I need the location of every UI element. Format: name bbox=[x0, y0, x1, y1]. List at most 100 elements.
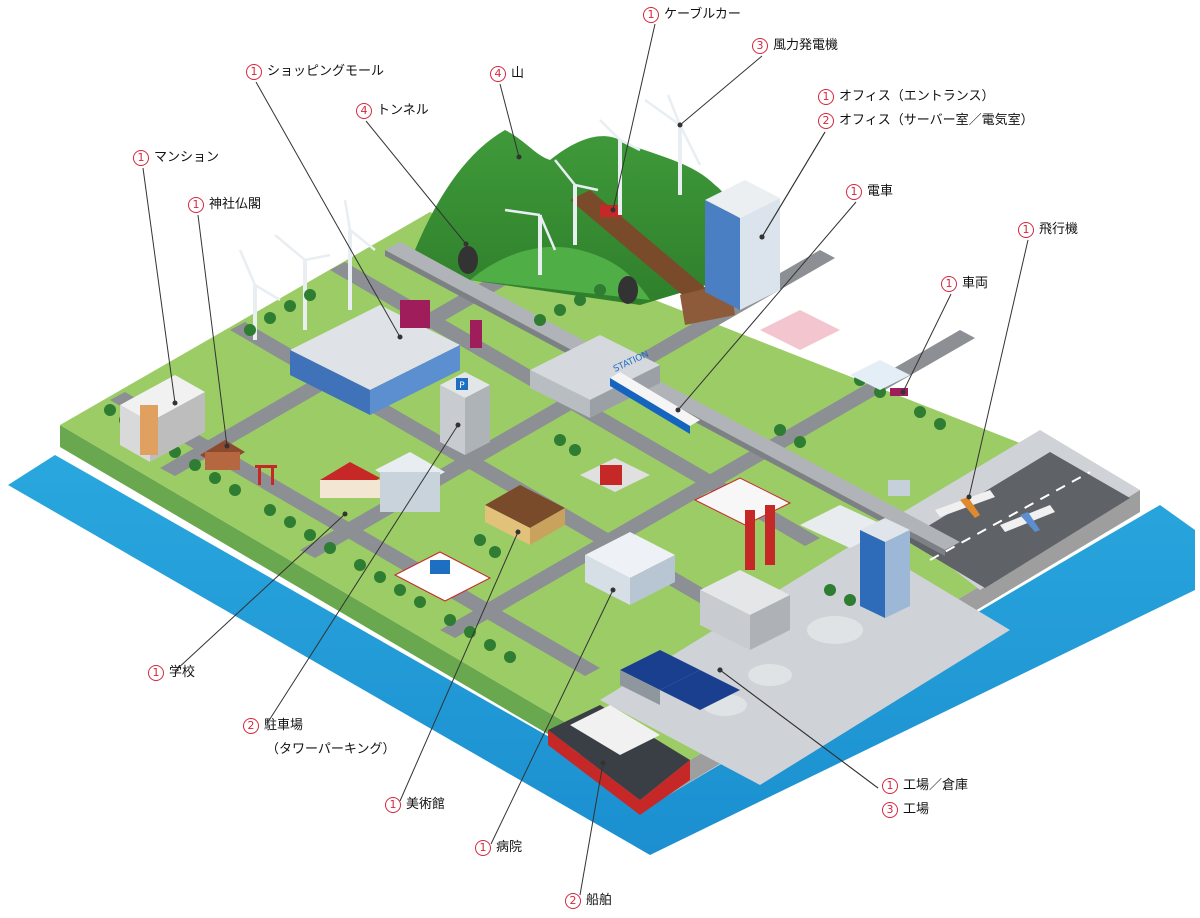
label-number-badge: 2 bbox=[565, 893, 581, 909]
leader-museum bbox=[399, 531, 519, 802]
train bbox=[610, 372, 700, 434]
leader-anchor-office-server bbox=[759, 234, 765, 240]
leader-school bbox=[174, 513, 346, 672]
label-text: ショッピングモール bbox=[267, 64, 385, 79]
label-text: ケーブルカー bbox=[664, 7, 741, 22]
warehouse-buildings bbox=[620, 650, 740, 710]
label-text: 美術館 bbox=[406, 797, 446, 812]
label-number-badge: 1 bbox=[846, 184, 862, 200]
label-text: 工場／倉庫 bbox=[903, 778, 969, 793]
label-factory: 3 工場 bbox=[882, 802, 929, 818]
label-text: 神社仏閣 bbox=[209, 197, 262, 212]
label-text: 車両 bbox=[962, 276, 989, 291]
leader-anchor-ship bbox=[600, 760, 606, 766]
label-number-badge: 3 bbox=[752, 38, 768, 54]
label-train: 1 電車 bbox=[846, 184, 893, 200]
leader-shrine bbox=[197, 214, 228, 447]
label-mall: 1 ショッピングモール bbox=[246, 64, 384, 80]
label-museum: 1 美術館 bbox=[385, 797, 445, 813]
leader-airplane bbox=[968, 239, 1029, 498]
leader-anchor-mall bbox=[397, 334, 403, 340]
leader-mansion bbox=[142, 167, 176, 404]
label-text: 電車 bbox=[867, 184, 894, 199]
label-text: 山 bbox=[511, 66, 525, 81]
label-number-badge: 1 bbox=[941, 276, 957, 292]
leader-parking bbox=[267, 424, 459, 723]
office-tower bbox=[705, 180, 780, 310]
label-cablecar: 1 ケーブルカー bbox=[643, 7, 741, 23]
label-number-badge: 1 bbox=[246, 64, 262, 80]
label-shrine: 1 神社仏閣 bbox=[188, 197, 261, 213]
label-text: 船舶 bbox=[586, 893, 613, 908]
leader-train bbox=[677, 201, 857, 411]
leader-anchor-hospital bbox=[610, 587, 616, 593]
label-number-badge: 3 bbox=[882, 802, 898, 818]
convenience-store bbox=[393, 551, 492, 602]
leader-anchor-vehicle bbox=[900, 389, 906, 395]
store-building bbox=[580, 458, 650, 492]
label-number-badge: 1 bbox=[1018, 222, 1034, 238]
label-number-badge: 1 bbox=[188, 197, 204, 213]
leader-tunnel bbox=[365, 120, 467, 245]
leader-mountain bbox=[499, 83, 520, 158]
label-number-badge: 2 bbox=[243, 718, 259, 734]
buildings: P STATION bbox=[120, 180, 1055, 815]
label-text: オフィス（サーバー室／電気室） bbox=[839, 113, 1034, 128]
label-number-badge: 4 bbox=[490, 66, 506, 82]
hospital-building bbox=[585, 532, 675, 605]
mall-building bbox=[290, 300, 482, 415]
leader-anchor-windmill bbox=[677, 122, 683, 128]
leader-anchor-factory bbox=[717, 667, 723, 673]
leader-lines bbox=[142, 23, 1029, 896]
mansion-building bbox=[120, 375, 205, 462]
label-school: 1 学校 bbox=[148, 665, 195, 681]
label-number-badge: 1 bbox=[133, 150, 149, 166]
leader-anchor-shrine bbox=[224, 443, 230, 449]
parking-sign: P bbox=[459, 381, 465, 391]
leader-anchor-cablecar bbox=[610, 207, 616, 213]
label-number-badge: 1 bbox=[475, 840, 491, 856]
leader-anchor-airplane bbox=[966, 494, 972, 500]
leader-anchor-train bbox=[675, 407, 681, 413]
label-windmill: 3 風力発電機 bbox=[752, 38, 838, 54]
label-text: 飛行機 bbox=[1039, 222, 1079, 237]
label-text: 風力発電機 bbox=[773, 38, 839, 53]
leader-ship bbox=[579, 762, 604, 896]
label-number-badge: 1 bbox=[385, 797, 401, 813]
school-building bbox=[320, 452, 445, 512]
leader-windmill bbox=[679, 55, 763, 126]
parking-sub-label: （タワーパーキング） bbox=[266, 742, 396, 757]
leader-office-server bbox=[761, 131, 826, 238]
tower-parking-building: P bbox=[440, 372, 490, 455]
leader-anchor-mountain bbox=[516, 154, 522, 160]
label-number-badge: 4 bbox=[356, 103, 372, 119]
leader-anchor-school bbox=[342, 511, 348, 517]
vehicle-depot bbox=[760, 310, 910, 396]
label-number-badge: 2 bbox=[818, 113, 834, 129]
label-text: 駐車場 bbox=[264, 718, 304, 733]
label-text: 学校 bbox=[169, 665, 196, 680]
leader-anchor-tunnel bbox=[463, 241, 469, 247]
label-text: 病院 bbox=[496, 840, 523, 855]
label-number-badge: 1 bbox=[148, 665, 164, 681]
label-parking: 2 駐車場 bbox=[243, 718, 303, 734]
museum-building bbox=[485, 485, 565, 545]
label-airplane: 1 飛行機 bbox=[1018, 222, 1078, 238]
leader-anchor-museum bbox=[515, 529, 521, 535]
leader-vehicle bbox=[902, 293, 952, 393]
label-number-badge: 1 bbox=[643, 7, 659, 23]
label-text: オフィス（エントランス） bbox=[839, 89, 995, 104]
ship bbox=[548, 705, 690, 815]
airport-terminal bbox=[800, 480, 910, 618]
label-vehicle: 1 車両 bbox=[941, 276, 988, 292]
label-text: 工場 bbox=[903, 802, 930, 817]
leader-mall bbox=[255, 81, 401, 338]
leader-cablecar bbox=[612, 23, 656, 211]
